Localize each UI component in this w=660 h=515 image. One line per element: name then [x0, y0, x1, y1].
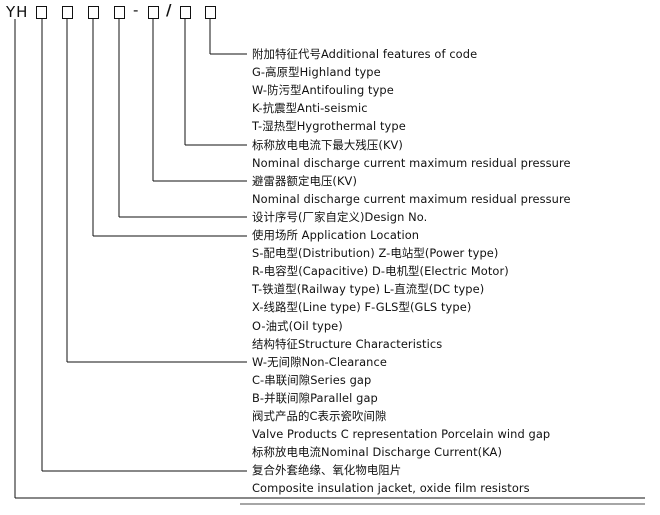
description-line: Nominal discharge current maximum residu…: [252, 155, 571, 170]
description-line: 避雷器额定电压(KV): [252, 173, 357, 188]
code-prefix: YH: [6, 3, 29, 21]
description-line: R-电容型(Capacitive) D-电机型(Electric Motor): [252, 264, 509, 279]
description-line: B-并联间隙Parallel gap: [252, 390, 378, 405]
code-box-3: [88, 6, 99, 19]
description-line: W-无间隙Non-Clearance: [252, 354, 387, 369]
code-box-1: [36, 6, 47, 19]
code-box-5: [148, 6, 159, 19]
description-line: C-串联间隙Series gap: [252, 372, 372, 387]
code-slash: /: [166, 1, 172, 19]
description-line: Nominal discharge current maximum residu…: [252, 191, 571, 206]
description-line: 附加特征代号Additional features of code: [252, 47, 478, 61]
description-line: O-油式(Oil type): [252, 318, 343, 333]
description-line: 复合外套绝缘、氧化物电阻片: [252, 463, 402, 478]
description-line: 设计序号(厂家自定义)Design No.: [252, 209, 428, 224]
code-dash: -: [133, 1, 139, 19]
description-line: 标称放电电流下最大残压(KV): [252, 137, 403, 152]
code-box-2: [62, 6, 73, 19]
code-box-7: [205, 6, 216, 19]
description-line: Composite insulation jacket, oxide film …: [252, 481, 530, 496]
description-line: 结构特征Structure Characteristics: [252, 336, 443, 351]
description-line: S-配电型(Distribution) Z-电站型(Power type): [252, 246, 499, 261]
description-line: X-线路型(Line type) F-GLS型(GLS type): [252, 300, 472, 315]
description-line: Valve Products C representation Porcelai…: [252, 427, 551, 442]
description-line: K-抗震型Anti-seismic: [252, 101, 368, 116]
description-line: T-铁道型(Railway type) L-直流型(DC type): [252, 282, 485, 297]
description-line: G-高原型Highland type: [252, 65, 381, 80]
description-line: W-防污型Antifouling type: [252, 83, 394, 98]
description-line: 标称放电电流Nominal Discharge Current(KA): [252, 445, 502, 460]
code-box-6: [180, 6, 191, 19]
description-line: 使用场所 Application Location: [252, 228, 420, 242]
description-line: 阀式产品的C表示瓷吹间隙: [252, 409, 387, 423]
code-box-4: [114, 6, 125, 19]
description-line: T-湿热型Hygrothermal type: [252, 119, 406, 134]
